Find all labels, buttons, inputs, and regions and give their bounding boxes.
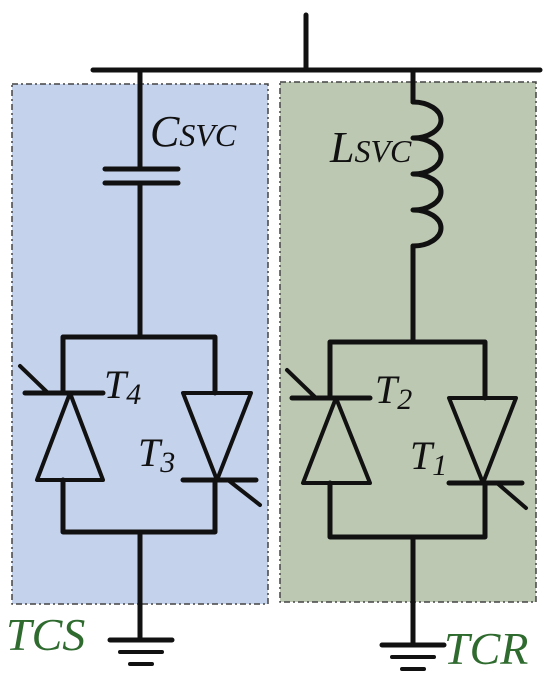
tcs-label: TCS [6,609,85,660]
tcs-ground-icon [107,637,175,666]
inductor-coil-symbol [410,99,444,249]
capacitor-label: CSVC [150,107,237,156]
thyristor-t3-symbol [180,391,262,507]
tcs-thyristor-frame [60,334,218,535]
thyristor-t2-symbol [285,368,373,485]
t3-label: T3 [138,430,175,479]
tcr-label: TCR [444,623,528,674]
thyristor-t4-symbol [18,364,106,482]
t2-label: T2 [375,367,412,416]
t4-label: T4 [104,362,141,411]
inductor-label: LSVC [329,123,412,172]
thyristor-t1-symbol [446,396,528,510]
tcr-thyristor-frame [327,339,488,540]
t1-label: T1 [410,433,447,482]
tcr-ground-icon [379,642,447,671]
